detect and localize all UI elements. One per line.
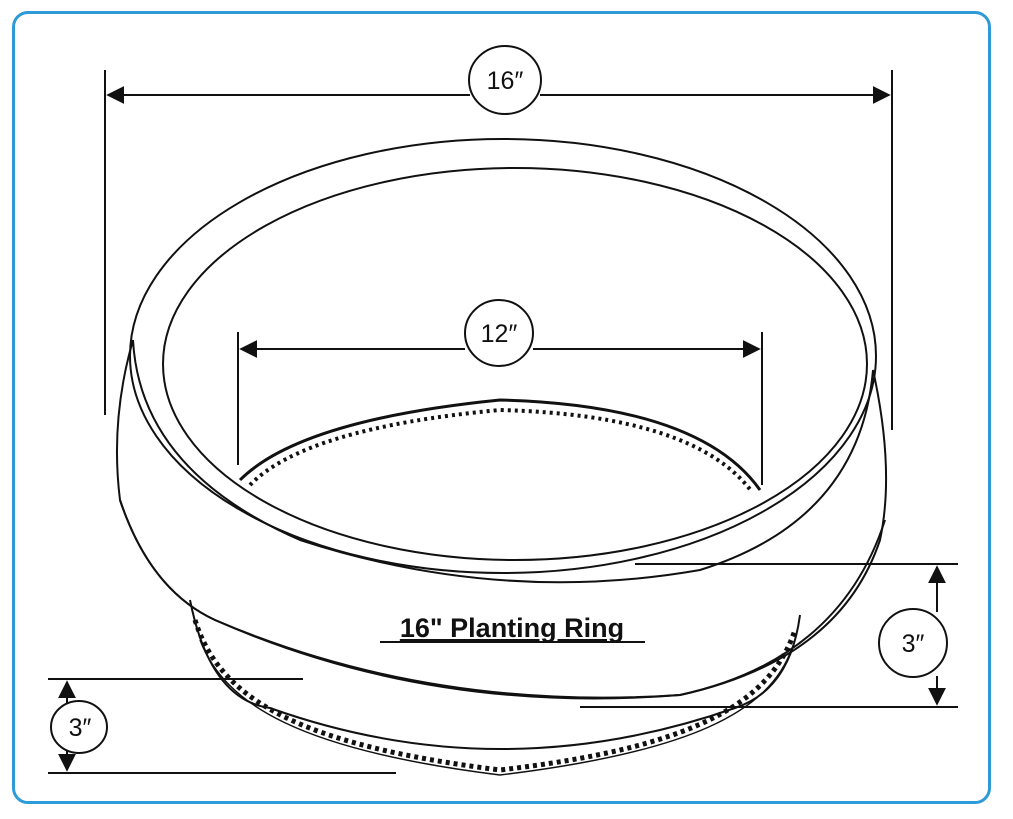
rim-outer-ellipse (129, 138, 877, 574)
outer-wall (115, 339, 888, 700)
diagram-frame (12, 11, 991, 804)
base-height-label: 3″ (69, 714, 92, 742)
ring-body (115, 138, 888, 776)
rim-inner-ellipse (162, 167, 868, 561)
inner-diameter-dimension (237, 299, 763, 485)
diagram-title: 16" Planting Ring (400, 613, 624, 643)
outer-diameter-dimension (104, 45, 893, 430)
base-wall (189, 599, 801, 750)
rim-height-dimension (580, 563, 958, 708)
inner-diameter-label: 12″ (481, 320, 518, 348)
inner-opening (238, 398, 762, 491)
base-serrated-edge (192, 619, 798, 773)
rim-height-label: 3″ (902, 630, 925, 658)
outer-diameter-label: 16″ (487, 67, 524, 95)
base-height-dimension (48, 678, 396, 774)
